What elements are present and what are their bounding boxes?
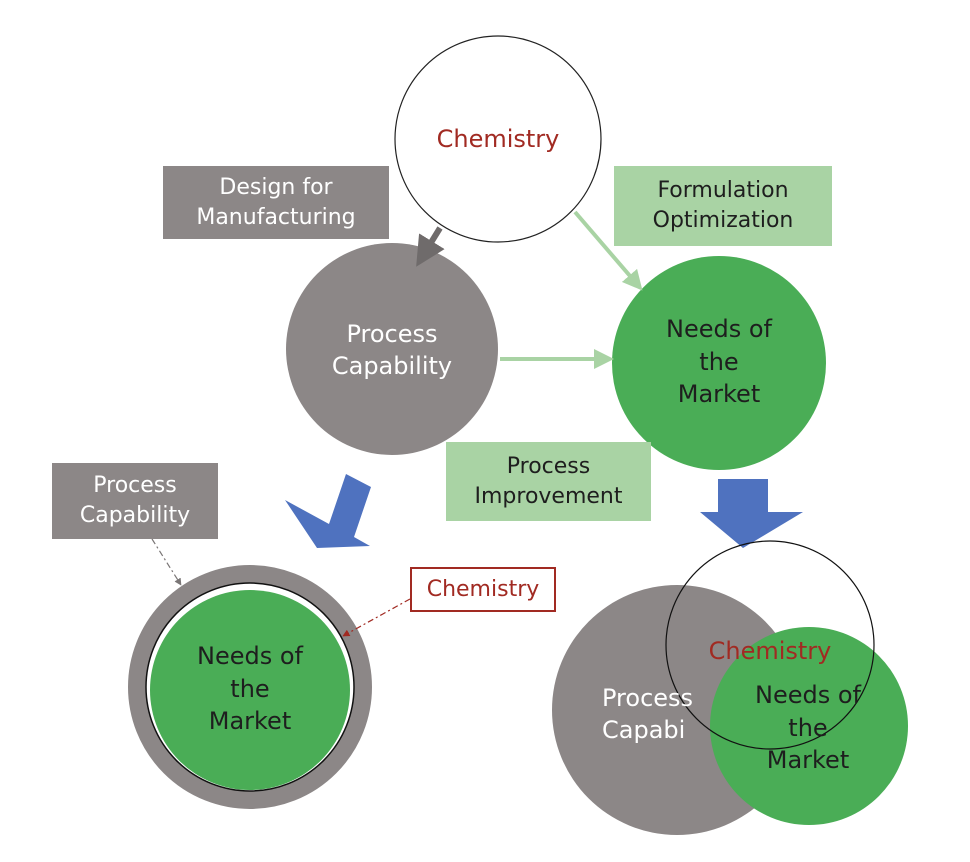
chemistry-label: Chemistry: [436, 124, 560, 153]
process-capability-ring: [128, 565, 372, 809]
formulation-optimization-box: Formulation Optimization: [614, 166, 832, 246]
needs-market-circle-nested: [150, 590, 350, 790]
process-improvement-box: Process Improvement: [446, 442, 651, 521]
needs-market-circle: [612, 256, 826, 470]
process-capability-circle: [286, 243, 498, 455]
formulation-arrow: [573, 210, 643, 291]
process-capability-pointer: [151, 538, 182, 586]
needs-market-nested-label: Needs of the Market: [197, 642, 303, 736]
needs-market-circle-overlap: [710, 627, 908, 825]
blue-arrow-right: [700, 479, 803, 548]
design-arrow: [416, 226, 445, 267]
chemistry-callout: Chemistry: [410, 567, 556, 612]
chemistry-pointer: [342, 598, 411, 637]
process-capability-overlap-label: Process Capabi: [602, 683, 694, 744]
chemistry-overlap-label: Chemistry: [708, 636, 832, 665]
chemistry-circle-overlap: [665, 540, 875, 750]
process-capability-label: Process Capability: [331, 319, 453, 380]
needs-market-label: Needs of the Market: [666, 315, 772, 409]
chemistry-circle: [394, 35, 602, 243]
design-for-manufacturing-box: Design for Manufacturing: [163, 166, 389, 239]
needs-market-overlap-label: Needs of the Market: [755, 681, 861, 775]
blue-arrow-left: [285, 474, 371, 548]
process-capability-callout: Process Capability: [52, 463, 218, 539]
